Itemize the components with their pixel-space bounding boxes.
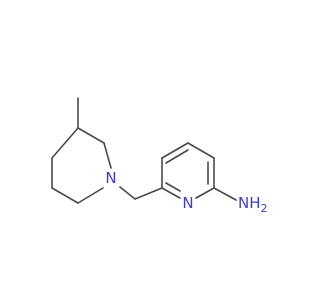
bond-py-c2-n [195, 187, 215, 199]
pyridine-nitrogen-label: N [182, 194, 193, 212]
bond-n-ch2 [119, 186, 136, 200]
bond-py-c4-c3 [187, 142, 215, 159]
piperidine-nitrogen-label: N [105, 169, 116, 187]
amine-label: NH2 [238, 194, 268, 215]
bond-pip-n-c6 [77, 187, 104, 204]
bond-py-n-c6-inner [165, 182, 181, 192]
amine-nh-text: NH [238, 194, 261, 212]
structure-canvas: N N NH2 [51, 97, 268, 215]
pyridine-ring [161, 142, 215, 199]
bond-c2-amine [213, 187, 237, 201]
bond-ch2-pyridine [134, 187, 163, 200]
bond-pip-c3-c2 [77, 127, 105, 144]
piperidine-ring [51, 127, 112, 204]
bond-py-c5-c4 [161, 142, 189, 159]
bond-pip-c2-n [103, 142, 112, 169]
bond-pip-c4-c3 [51, 127, 79, 159]
bond-pip-c6-c5 [51, 187, 79, 204]
bond-py-c5-c4-inner [165, 149, 189, 164]
amine-subscript: 2 [261, 202, 268, 215]
bond-py-n-c6 [161, 187, 181, 199]
